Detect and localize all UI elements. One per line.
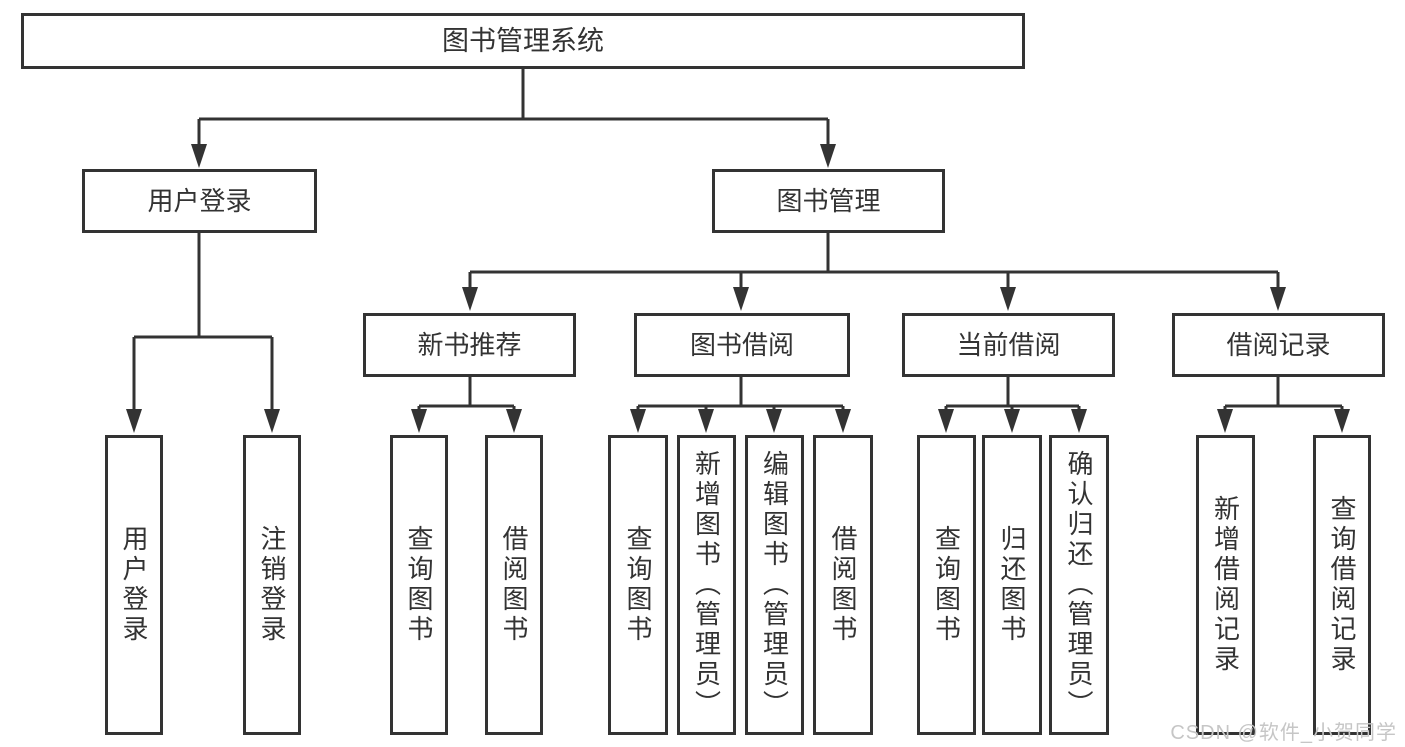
arrowhead [1270,287,1286,311]
arrowhead [1217,409,1233,433]
node-book-management-group: 图书管理 [712,169,945,233]
arrowhead [126,409,142,433]
leaf-return-books: 归还图书 [982,435,1042,735]
csdn-watermark: CSDN @软件_小贺同学 [1170,722,1397,744]
arrowhead [766,409,782,433]
arrowhead [820,144,836,168]
leaf-query-borrow-record: 查询借阅记录 [1313,435,1371,735]
arrowhead [1000,287,1016,311]
leaf-add-books-admin: 新增图书（管理员） [677,435,736,735]
connector-userlogin-to-children [132,233,274,412]
arrowhead [462,287,478,311]
arrowhead [835,409,851,433]
arrowhead [938,409,954,433]
connector-bookmgmt-to-level3 [468,233,1280,290]
leaf-query-books-recommend: 查询图书 [390,435,448,735]
arrowhead [191,144,207,168]
leaf-borrow-books: 借阅图书 [813,435,873,735]
connector-borrow-to-children [636,377,845,412]
node-borrowing-records: 借阅记录 [1172,313,1385,377]
connector-newbook-to-children [417,377,516,412]
leaf-edit-books-admin: 编辑图书（管理员） [745,435,804,735]
leaf-borrow-books-recommend: 借阅图书 [485,435,543,735]
leaf-query-books-current: 查询图书 [917,435,976,735]
node-book-borrowing: 图书借阅 [634,313,850,377]
node-new-book-recommendation: 新书推荐 [363,313,576,377]
arrowhead [264,409,280,433]
arrowhead [411,409,427,433]
arrowhead [1071,409,1087,433]
leaf-confirm-return-admin: 确认归还（管理员） [1049,435,1109,735]
arrowhead [1334,409,1350,433]
leaf-query-books-borrowing: 查询图书 [608,435,668,735]
connector-current-to-children [944,377,1081,412]
node-user-login-group: 用户登录 [82,169,317,233]
arrowhead [506,409,522,433]
node-current-borrowing: 当前借阅 [902,313,1115,377]
arrowhead [733,287,749,311]
arrowhead [1004,409,1020,433]
leaf-add-borrow-record: 新增借阅记录 [1196,435,1255,735]
leaf-user-login: 用户登录 [105,435,163,735]
arrowheads [126,144,1350,433]
arrowhead [630,409,646,433]
leaf-logout: 注销登录 [243,435,301,735]
connector-root-to-level2 [197,69,830,148]
connector-records-to-children [1223,377,1344,412]
arrowhead [698,409,714,433]
node-library-management-system: 图书管理系统 [21,13,1025,69]
